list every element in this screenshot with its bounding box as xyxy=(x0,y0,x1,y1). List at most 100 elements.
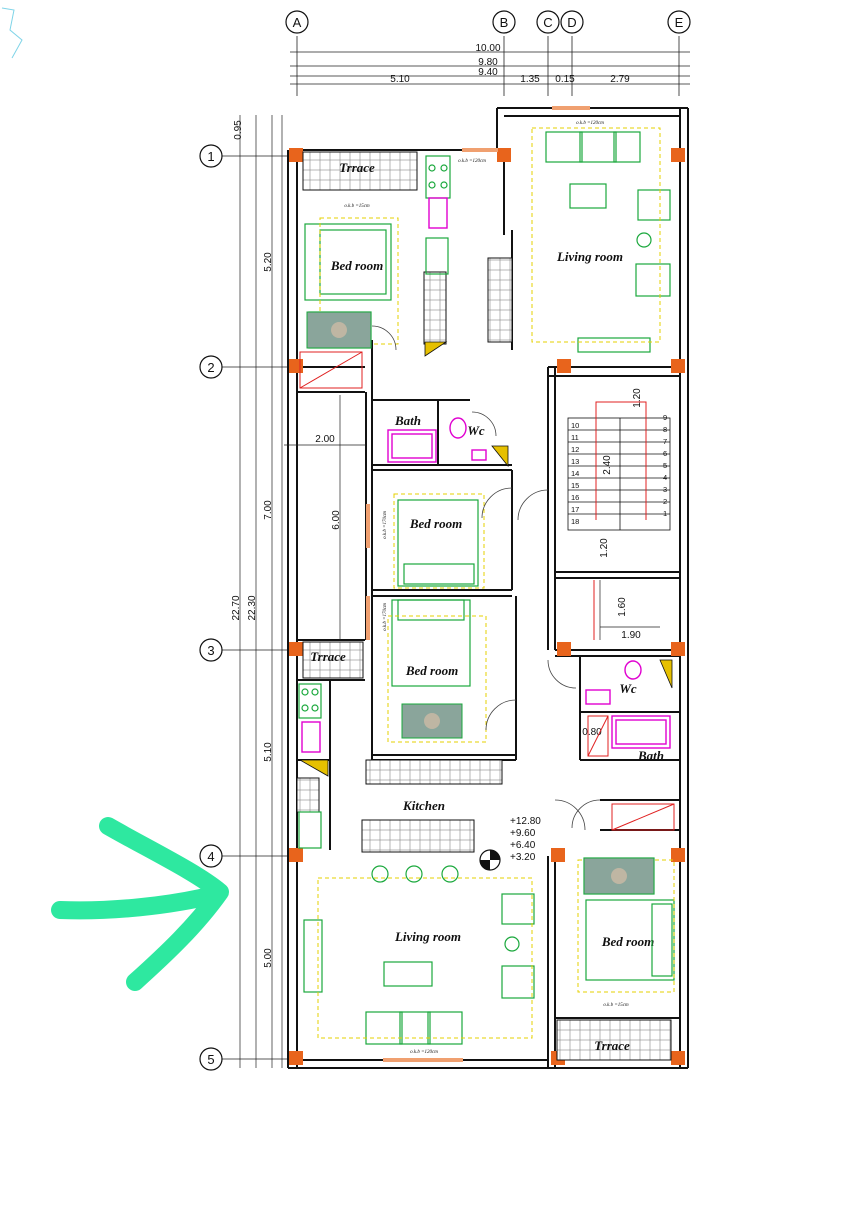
bath-mid-label: Bath xyxy=(394,413,421,428)
level-3: +6.40 xyxy=(510,840,536,851)
stair-arrow-path xyxy=(595,401,647,520)
svg-text:E: E xyxy=(675,15,684,30)
kitchen-label: Kitchen xyxy=(402,798,445,813)
left-dimension-lines xyxy=(239,115,283,1068)
bedroom-bottom-label: Bed room xyxy=(601,934,654,949)
svg-text:2: 2 xyxy=(663,497,667,506)
dim-left-1: 0.95 xyxy=(233,120,244,140)
svg-text:12: 12 xyxy=(571,445,579,454)
grid-bubble-b: B xyxy=(492,10,516,34)
svg-text:15: 15 xyxy=(571,481,579,490)
dim-top-4: 5.10 xyxy=(390,74,410,85)
svg-text:6: 6 xyxy=(663,449,667,458)
dashed-outlines xyxy=(317,127,675,1039)
dim-top-3: 9.40 xyxy=(478,67,498,78)
dim-top-total: 10.00 xyxy=(475,43,500,54)
level-2: +9.60 xyxy=(510,828,536,839)
level-4: +3.20 xyxy=(510,852,536,863)
grid-bubble-d: D xyxy=(560,10,584,34)
dim-stair-3: 1.20 xyxy=(599,538,610,558)
svg-text:7: 7 xyxy=(663,437,667,446)
dim-inner-2-00: 2.00 xyxy=(315,434,335,445)
kitchen-bottom-counter xyxy=(296,777,320,813)
bedroom-mid2-label: Bed room xyxy=(405,663,458,678)
grid-bubble-4: 4 xyxy=(199,844,223,868)
grid-bubble-3: 3 xyxy=(199,638,223,662)
svg-text:B: B xyxy=(500,15,509,30)
corner-blue-mark xyxy=(1,7,23,59)
internal-dimension-lines xyxy=(284,395,660,640)
stair-numbers: 10 11 12 13 14 15 16 17 18 9 8 7 6 5 4 3… xyxy=(571,413,667,526)
dim-stair-5: 1.90 xyxy=(621,630,641,641)
svg-text:4: 4 xyxy=(663,473,667,482)
svg-text:5: 5 xyxy=(207,1052,214,1067)
svg-text:1: 1 xyxy=(207,149,214,164)
rugs xyxy=(306,311,655,895)
terrace-bottom-floor xyxy=(556,1019,672,1061)
dim-left-5: 22.30 xyxy=(247,595,258,620)
grid-bubble-5: 5 xyxy=(199,1047,223,1071)
top-dimension-lines xyxy=(290,51,690,85)
note-bottom-living: o.k.b =120cm xyxy=(410,1050,438,1055)
svg-text:8: 8 xyxy=(663,425,667,434)
dim-stair-2: 2.40 xyxy=(602,455,613,475)
dim-top-6: 0.15 xyxy=(555,74,575,85)
svg-text:C: C xyxy=(543,15,552,30)
svg-text:14: 14 xyxy=(571,469,579,478)
svg-text:2: 2 xyxy=(207,360,214,375)
terrace-mid-label: Trrace xyxy=(310,649,346,664)
dim-left-2: 5.20 xyxy=(263,252,274,272)
living-top-label: Living room xyxy=(556,249,623,264)
grid-bubble-2: 2 xyxy=(199,355,223,379)
terrace-bottom-label: Trrace xyxy=(594,1038,630,1053)
note-mid-bed2: o.k.b =170cm xyxy=(383,603,388,631)
living-bottom-label: Living room xyxy=(394,929,461,944)
note-bottom-bed: o.k.b =15cm xyxy=(603,1003,629,1008)
svg-text:13: 13 xyxy=(571,457,579,466)
svg-text:3: 3 xyxy=(207,643,214,658)
dim-top-7: 2.79 xyxy=(610,74,630,85)
kitchen-counter-band xyxy=(365,759,503,785)
kitchen-island xyxy=(361,819,475,853)
svg-text:16: 16 xyxy=(571,493,579,502)
dim-top-5: 1.35 xyxy=(520,74,540,85)
staircase xyxy=(567,417,671,531)
dim-left-3: 7.00 xyxy=(263,500,274,520)
svg-text:17: 17 xyxy=(571,505,579,514)
note-mid-bed1: o.k.b =170cm xyxy=(383,511,388,539)
bedroom-mid1-label: Bed room xyxy=(409,516,462,531)
svg-text:3: 3 xyxy=(663,485,667,494)
svg-text:4: 4 xyxy=(207,849,214,864)
dim-left-6: 5.10 xyxy=(263,742,274,762)
dim-stair-4: 1.60 xyxy=(617,597,628,617)
wc-right-label: Wc xyxy=(619,681,637,696)
svg-text:18: 18 xyxy=(571,517,579,526)
svg-text:10: 10 xyxy=(571,421,579,430)
grid-bubble-c: C xyxy=(536,10,560,34)
terrace-top-label: Trrace xyxy=(339,160,375,175)
note-top-bed: o.k.b =15cm xyxy=(344,204,370,209)
grid-bubble-e: E xyxy=(667,10,691,34)
door-swings xyxy=(371,325,601,831)
dim-bath-right: 0.80 xyxy=(582,727,602,738)
bedroom-top-label: Bed room xyxy=(330,258,383,273)
yellow-shafts xyxy=(298,341,673,777)
terrace-top-floor xyxy=(302,151,418,191)
sanitary-fixtures xyxy=(301,197,671,753)
grid-rows xyxy=(222,155,296,1060)
dim-left-4: 22.70 xyxy=(231,595,242,620)
svg-text:11: 11 xyxy=(571,433,579,442)
dim-stair-1: 1.20 xyxy=(632,388,643,408)
grid-bubble-1: 1 xyxy=(199,144,223,168)
walls xyxy=(287,107,689,1069)
note-top-living-b: o.k.b =120cm xyxy=(458,159,486,164)
svg-text:9: 9 xyxy=(663,413,667,422)
wc-mid-label: Wc xyxy=(467,423,485,438)
svg-text:A: A xyxy=(293,15,302,30)
svg-text:5: 5 xyxy=(663,461,667,470)
svg-text:D: D xyxy=(567,15,576,30)
note-top-living-a: o.k.b =120cm xyxy=(576,121,604,126)
level-1: +12.80 xyxy=(510,816,541,827)
grid-bubble-a: A xyxy=(285,10,309,34)
